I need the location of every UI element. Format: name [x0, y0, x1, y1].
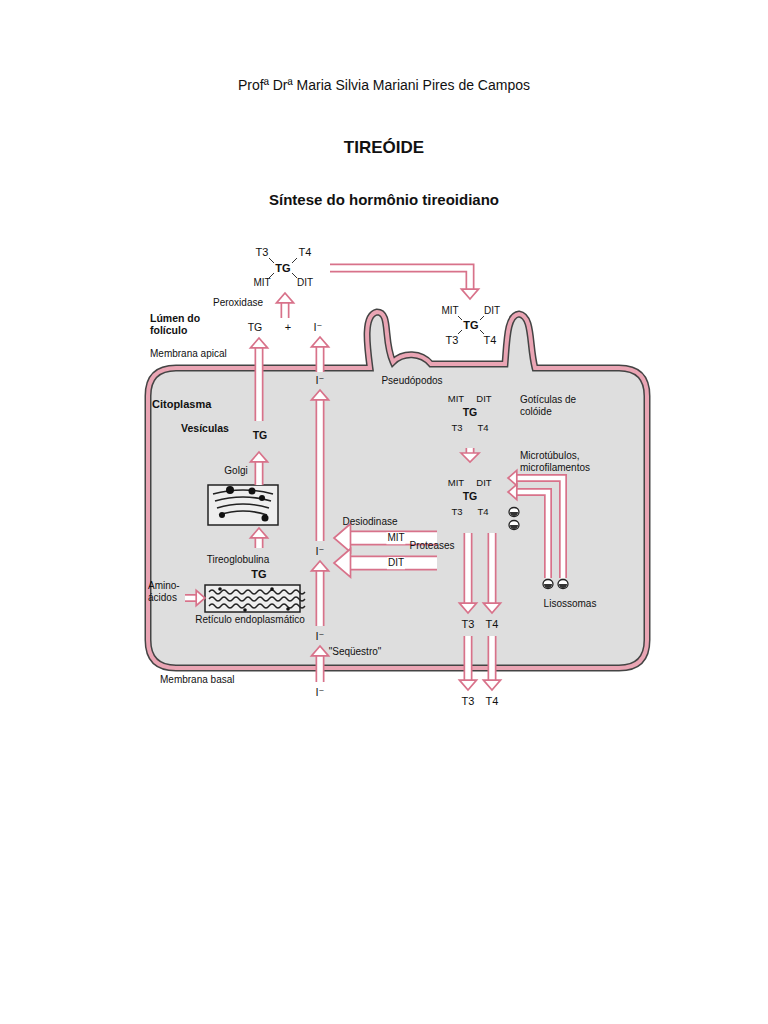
- diagram-label: T4: [486, 695, 499, 708]
- diagram-label: T3: [462, 618, 475, 631]
- transport-arrow: [276, 293, 293, 318]
- author-line: Profª Drª Maria Silvia Mariani Pires de …: [238, 77, 530, 93]
- molecule-label: TG: [463, 491, 478, 503]
- diagram-label: Golgi: [224, 465, 247, 477]
- diagram-label: Lúmen do folículo: [150, 312, 208, 336]
- diagram-label: TG: [463, 319, 478, 332]
- molecule-label: T3: [451, 423, 462, 433]
- page-title: TIREÓIDE: [344, 138, 424, 158]
- bond-line: [269, 258, 274, 263]
- transport-arrow: [459, 533, 476, 613]
- diagram-label: TG: [251, 568, 266, 581]
- diagram-label: TG: [248, 321, 263, 333]
- molecule-label: MIT: [448, 394, 464, 404]
- transport-arrow: [508, 470, 563, 578]
- diagram-label: Lisossomas: [544, 598, 597, 610]
- diagram-label: MIT: [386, 532, 405, 544]
- bond-line: [292, 273, 297, 278]
- bond-line: [458, 316, 462, 320]
- transport-arrow: [250, 338, 267, 421]
- bond-line: [458, 330, 462, 334]
- diagram-label: Membrana basal: [160, 674, 234, 686]
- diagram-label: "Seqüestro": [329, 646, 382, 658]
- diagram-label: I⁻: [316, 630, 325, 643]
- bond-line: [480, 316, 484, 320]
- diagram-label: Membrana apical: [150, 348, 227, 360]
- transport-arrow: [459, 636, 476, 690]
- diagram-label: Retículo endoplasmático: [195, 614, 305, 626]
- molecule-label: TG: [463, 407, 478, 419]
- diagram-label: I⁻: [314, 321, 323, 334]
- diagram-label: Proteases: [409, 540, 454, 552]
- diagram-label: Peroxidase: [213, 297, 263, 309]
- flow-arrow: [461, 448, 479, 462]
- molecule-label: T4: [477, 507, 488, 517]
- diagram-label: Vesículas: [181, 422, 229, 434]
- transport-arrow: [311, 390, 328, 541]
- diagram-label: DIT: [484, 305, 500, 317]
- diagram-label: T3: [446, 334, 459, 347]
- diagram-label: DIT: [387, 557, 405, 569]
- diagram-label: DIT: [297, 277, 313, 289]
- transport-arrow: [483, 533, 500, 613]
- diagram-label: TG: [275, 262, 290, 275]
- molecule-label: T3: [451, 507, 462, 517]
- diagram-label: Microtúbulos, microfilamentos: [520, 450, 614, 473]
- diagram-label: T3: [462, 695, 475, 708]
- region-label: Citoplasma: [152, 398, 211, 410]
- transport-arrow: [330, 268, 479, 299]
- subtitle: Síntese do hormônio tireoidiano: [269, 191, 499, 208]
- molecule-label: T4: [477, 423, 488, 433]
- diagram-label: Pseudópodos: [381, 375, 442, 387]
- diagram-label: Desiodinase: [342, 516, 397, 528]
- diagram-label: MIT: [441, 305, 458, 317]
- transport-arrow: [311, 561, 328, 626]
- transport-arrow: [508, 484, 548, 578]
- molecule-label: TG: [253, 430, 268, 442]
- transport-arrow: [311, 337, 328, 372]
- diagram-label: I⁻: [316, 545, 325, 558]
- diagram-label: I⁻: [316, 374, 325, 387]
- diagram-label: Tireoglobulina: [207, 554, 269, 566]
- molecule-label: MIT: [448, 478, 464, 488]
- molecule-label: DIT: [476, 478, 491, 488]
- diagram-label: T3: [256, 246, 269, 259]
- diagram-label: I⁻: [316, 686, 325, 699]
- transport-arrow: [483, 636, 500, 690]
- bond-line: [480, 330, 484, 334]
- transport-arrow: [334, 549, 437, 578]
- bond-line: [292, 258, 297, 263]
- diagram-label: T4: [484, 334, 497, 347]
- diagram-label: T4: [299, 246, 312, 259]
- golgi-apparatus: [208, 485, 278, 525]
- diagram-label: MIT: [253, 277, 270, 289]
- transport-arrow: [250, 528, 267, 548]
- transport-arrow: [311, 646, 328, 682]
- transport-arrow: [250, 452, 267, 485]
- diagram-label: Amino-ácidos: [148, 580, 190, 603]
- molecule-label: DIT: [476, 394, 491, 404]
- endoplasmic-reticulum: [205, 585, 305, 612]
- diagram-label: Gotículas de colóide: [520, 394, 584, 417]
- transport-arrow: [185, 590, 205, 605]
- diagram-label: +: [285, 321, 291, 334]
- diagram-label: T4: [486, 618, 499, 631]
